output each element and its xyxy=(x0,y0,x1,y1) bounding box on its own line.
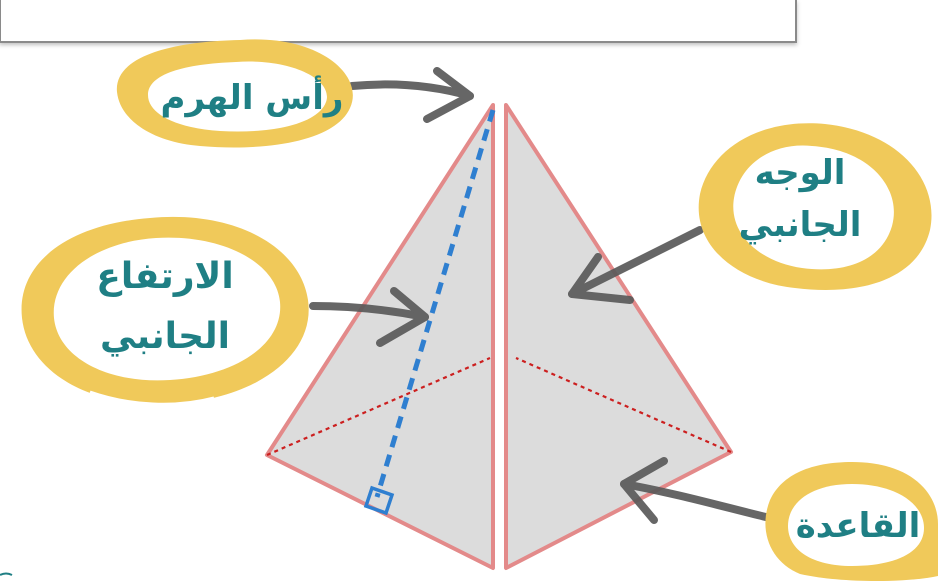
base-label: القاعدة xyxy=(796,506,921,546)
slant-height-line xyxy=(374,109,496,498)
hidden-base-edge-right xyxy=(515,356,732,454)
top-panel xyxy=(0,0,797,43)
lateral-face-arrow xyxy=(568,226,704,304)
top-panel-frame xyxy=(0,0,797,43)
lateral-face-label-line1: الوجه xyxy=(755,153,846,193)
arrows xyxy=(309,67,774,524)
apex-arrow xyxy=(348,67,474,123)
pyramid-right-face xyxy=(504,103,733,570)
pyramid xyxy=(265,103,733,570)
apex-label-bubble: رأس الهرم xyxy=(116,39,353,161)
slant-height-label-line1: الارتفاع xyxy=(96,256,233,297)
base-arrow xyxy=(620,457,774,524)
apex-label: رأس الهرم xyxy=(161,75,344,118)
lateral-face-label-bubble: الوجه الجانبي xyxy=(698,123,932,300)
right-angle-mark xyxy=(363,485,395,516)
slant-height-arrow xyxy=(309,287,429,347)
slant-height-label-line2: الجانبي xyxy=(100,316,230,357)
cropped-glyph-fragment xyxy=(0,572,13,576)
lateral-face-label-line2: الجانبي xyxy=(739,205,862,245)
hidden-base-edge-left xyxy=(266,356,491,457)
slant-height-label-bubble: الارتفاع الجانبي xyxy=(21,216,309,406)
base-label-bubble: القاعدة xyxy=(765,462,938,582)
